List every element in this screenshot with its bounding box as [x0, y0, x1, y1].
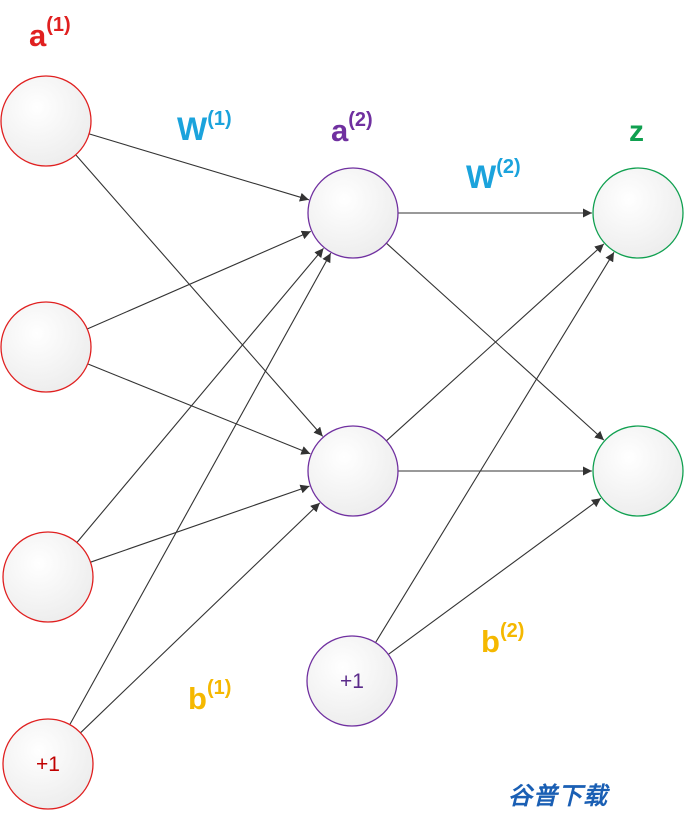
input-node-3	[2, 531, 94, 623]
weight-1-base: W	[177, 111, 208, 147]
output-node-1	[592, 167, 684, 259]
bias-2-sup: (2)	[500, 620, 524, 642]
bias-1-base: b	[188, 681, 207, 716]
edge-input-node-3-to-hidden-node-2	[90, 484, 310, 563]
edge-input-node-1-to-hidden-node-1	[88, 133, 310, 202]
input-bias-label: +1	[36, 753, 60, 776]
output-node-2	[592, 425, 684, 517]
weight-1-sup: (1)	[207, 108, 231, 130]
bias-1-sup: (1)	[207, 677, 231, 699]
input-node-2	[0, 301, 92, 393]
input-activation-base: a	[29, 18, 47, 53]
bias-2-base: b	[481, 624, 500, 659]
edge-input-node-2-to-hidden-node-2	[87, 363, 311, 455]
output-label: z	[629, 115, 644, 148]
output-layer	[592, 167, 684, 517]
edge-hidden-node-2-to-output-node-1	[386, 243, 605, 442]
connection-edges	[69, 133, 615, 734]
hidden-node-2	[307, 425, 399, 517]
watermark: 谷普下载	[508, 782, 611, 810]
hidden-bias-label: +1	[340, 670, 364, 693]
hidden-layer: +1	[306, 167, 399, 727]
edge-input-node-3-to-hidden-node-1	[76, 247, 324, 543]
hidden-activation-base: a	[331, 113, 349, 148]
weight-2-label: W(2)	[466, 156, 521, 195]
input-node-1	[0, 75, 92, 167]
edge-input-bias-node-to-hidden-node-2	[80, 502, 321, 734]
edge-hidden-bias-node-to-output-node-1	[375, 252, 615, 643]
input-activation-sup: (1)	[46, 14, 70, 36]
weight-1-label: W(1)	[177, 108, 232, 147]
input-activation-label: a(1)	[29, 14, 71, 53]
input-layer: +1	[0, 75, 94, 810]
input-bias-node	[2, 718, 94, 810]
weight-2-sup: (2)	[496, 156, 520, 178]
edge-input-node-1-to-hidden-node-2	[75, 154, 324, 437]
hidden-activation-label: a(2)	[331, 109, 373, 148]
edge-input-node-2-to-hidden-node-1	[86, 230, 312, 330]
bias-2-label: b(2)	[481, 620, 524, 659]
bias-1-label: b(1)	[188, 677, 231, 716]
weight-2-base: W	[466, 159, 497, 195]
hidden-node-1	[307, 167, 399, 259]
hidden-activation-sup: (2)	[348, 109, 372, 131]
hidden-bias-node	[306, 635, 398, 727]
output-label-base: z	[629, 115, 644, 148]
edge-hidden-bias-node-to-output-node-2	[387, 497, 602, 655]
edge-input-bias-node-to-hidden-node-1	[69, 252, 332, 725]
